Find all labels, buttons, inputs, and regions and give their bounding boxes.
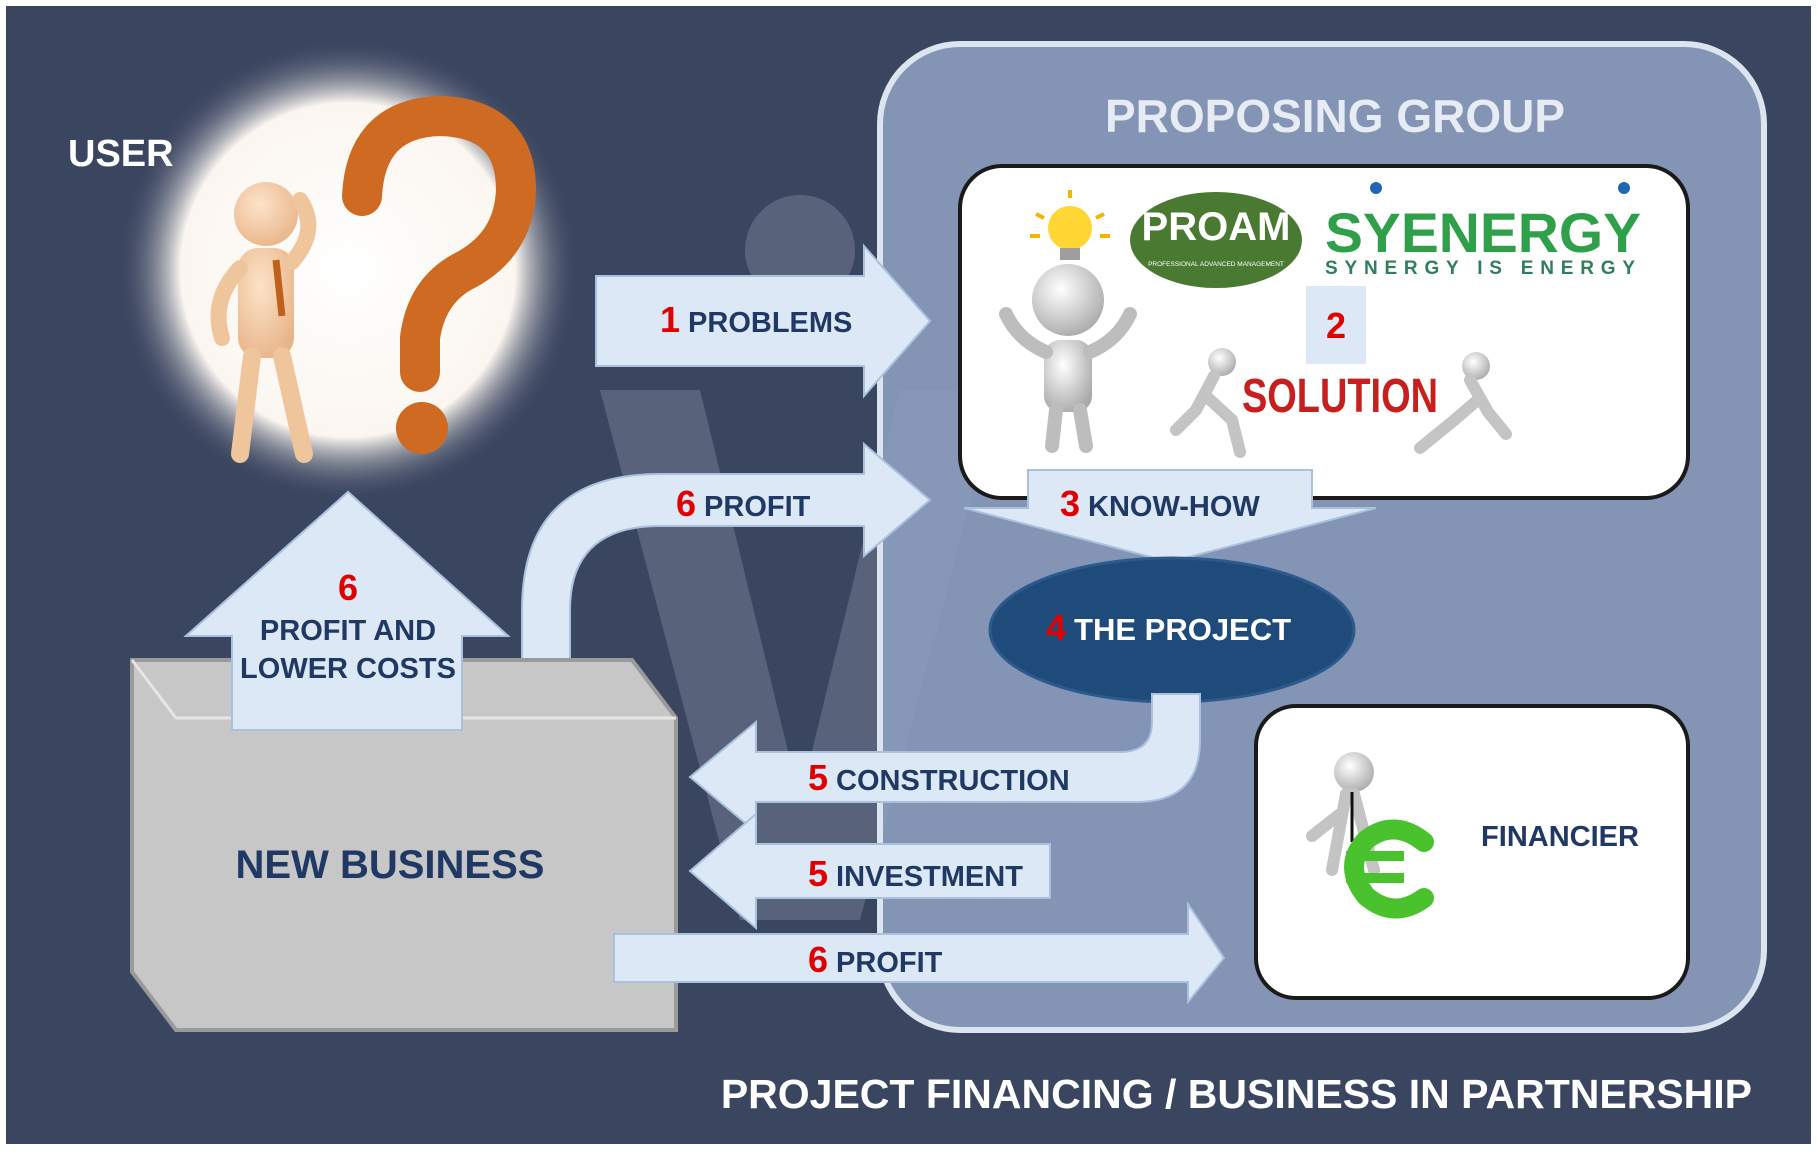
profit-lower-costs-line2: LOWER COSTS	[240, 653, 456, 685]
profit-lower-costs-arrow-front	[183, 490, 511, 731]
profit-lower-costs-number: 6	[338, 567, 358, 608]
new-business-bevel	[130, 659, 676, 720]
svg-text:SYNERGY IS ENERGY: SYNERGY IS ENERGY	[1325, 258, 1635, 279]
user-glow	[116, 38, 580, 502]
running-people-icon	[1170, 348, 1512, 458]
svg-text:SYENERGY: SYENERGY	[1325, 201, 1641, 264]
profit-lower-costs-line1: PROFIT AND	[260, 615, 436, 647]
profit-to-group-arrow	[521, 441, 932, 725]
solution-text: SOLUTION	[1242, 370, 1438, 423]
investment-arrow	[688, 811, 1051, 931]
step-2-number: 2	[1326, 305, 1346, 346]
svg-text:PROAM: PROAM	[1142, 205, 1291, 249]
proposing-group-label: PROPOSING GROUP	[1105, 90, 1565, 142]
financier-label: FINANCIER	[1481, 821, 1639, 853]
person-icon	[999, 264, 1137, 453]
user-label: USER	[68, 133, 174, 175]
profit-to-financier-arrow	[613, 900, 1226, 1005]
page-title: PROJECT FINANCING / BUSINESS IN PARTNERS…	[721, 1071, 1752, 1117]
new-business-box	[130, 658, 678, 1032]
new-business-label: NEW BUSINESS	[236, 843, 545, 887]
lightbulb-icon	[1030, 190, 1110, 260]
svg-text:PROFESSIONAL ADVANCED MANAGEME: PROFESSIONAL ADVANCED MANAGEMENT	[1148, 261, 1284, 268]
thinking-person-icon	[210, 182, 317, 463]
step-2-badge	[1306, 286, 1366, 364]
euro-icon	[1306, 752, 1434, 919]
problems-arrow	[595, 243, 932, 399]
know-how-arrow	[963, 469, 1377, 564]
construction-arrow	[688, 693, 1201, 835]
question-mark-icon	[342, 95, 537, 454]
proam-logo: PROAM PROFESSIONAL ADVANCED MANAGEMENT	[1130, 192, 1302, 288]
